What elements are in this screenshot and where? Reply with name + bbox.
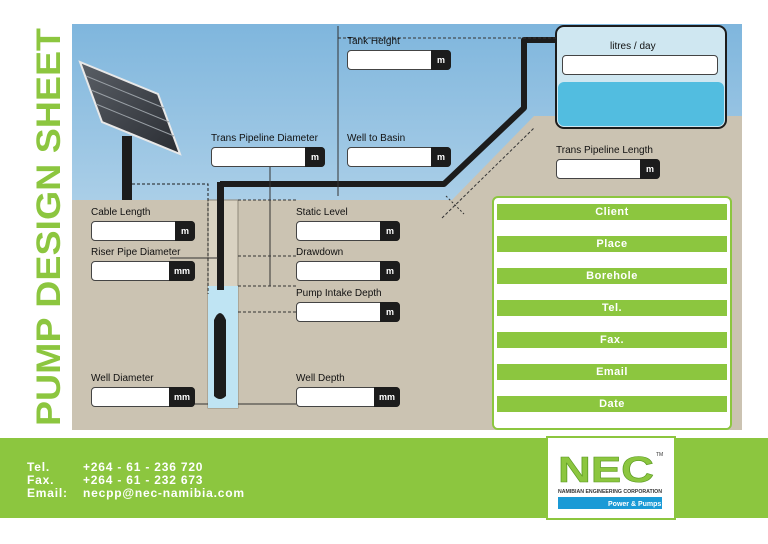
footer-email-value[interactable]: necpp@nec-namibia.com <box>83 486 245 500</box>
pump-intake-depth-label: Pump Intake Depth <box>296 288 382 299</box>
form-date-label: Date <box>497 396 727 412</box>
page-title-text: PUMP DESIGN SHEET <box>30 28 68 426</box>
tank-height-label: Tank Height <box>347 36 400 47</box>
solar-panel <box>78 60 182 156</box>
form-tel-label: Tel. <box>497 300 727 316</box>
footer-tel: Tel. +264 - 61 - 236 720 <box>27 460 203 474</box>
drawdown-unit: m <box>380 261 400 281</box>
trans-pipeline <box>220 37 560 187</box>
footer-email-label: Email: <box>27 486 68 500</box>
form-client-input[interactable] <box>494 220 730 236</box>
form-date-input[interactable] <box>494 412 730 428</box>
cable-length-unit: m <box>175 221 195 241</box>
form-place-input[interactable] <box>494 252 730 268</box>
form-client-label: Client <box>497 204 727 220</box>
logo-graphic: NEC TM NAMIBIAN ENGINEERING CORPORATION … <box>558 449 663 509</box>
riser-pipe-diameter-label: Riser Pipe Diameter <box>91 247 181 258</box>
client-details-form: Client Place Borehole Tel. Fax. Email Da… <box>492 196 732 430</box>
well-depth-unit: mm <box>374 387 400 407</box>
logo-tm: TM <box>656 452 663 458</box>
footer-fax: Fax. +264 - 61 - 232 673 <box>27 473 203 487</box>
well-to-basin-unit: m <box>431 147 451 167</box>
form-borehole-label: Borehole <box>497 268 727 284</box>
footer-fax-label: Fax. <box>27 473 55 487</box>
form-place-label: Place <box>497 236 727 252</box>
logo-tagline: Power & Pumps <box>608 501 661 508</box>
panel-mount <box>122 136 132 200</box>
footer-tel-label: Tel. <box>27 460 50 474</box>
cable-length-label: Cable Length <box>91 207 151 218</box>
riser-pipe <box>217 182 224 290</box>
pump-cable <box>132 183 209 294</box>
footer-fax-value: +264 - 61 - 232 673 <box>83 473 204 487</box>
tank-height-unit: m <box>431 50 451 70</box>
riser-pipe-diameter-unit: mm <box>169 261 195 281</box>
footer-email: Email: necpp@nec-namibia.com <box>27 486 245 500</box>
logo-tagline-bar <box>558 497 662 509</box>
static-level-unit: m <box>380 221 400 241</box>
page-title: PUMP DESIGN SHEET <box>30 28 68 426</box>
form-fax-label: Fax. <box>497 332 727 348</box>
well-depth-label: Well Depth <box>296 373 345 384</box>
trans-pipeline-diameter-label: Trans Pipeline Diameter <box>211 133 318 144</box>
trans-pipeline-diameter-unit: m <box>305 147 325 167</box>
litres-per-day-input[interactable] <box>562 55 718 75</box>
trans-pipeline-length-label: Trans Pipeline Length <box>556 145 653 156</box>
form-email-input[interactable] <box>494 380 730 396</box>
litres-per-day-label: litres / day <box>610 41 656 52</box>
pump-intake-depth-unit: m <box>380 302 400 322</box>
form-email-label: Email <box>497 364 727 380</box>
dimension-lines <box>170 26 556 405</box>
drawdown-label: Drawdown <box>296 247 344 258</box>
form-fax-input[interactable] <box>494 348 730 364</box>
trans-pipeline-length-unit: m <box>640 159 660 179</box>
logo-company: NAMIBIAN ENGINEERING CORPORATION <box>558 489 662 495</box>
well-to-basin-label: Well to Basin <box>347 133 406 144</box>
form-tel-input[interactable] <box>494 316 730 332</box>
form-borehole-input[interactable] <box>494 284 730 300</box>
footer-tel-value: +264 - 61 - 236 720 <box>83 460 204 474</box>
well-diameter-label: Well Diameter <box>91 373 154 384</box>
pump-body <box>214 313 226 399</box>
tank-water <box>558 82 724 126</box>
static-level-label: Static Level <box>296 207 348 218</box>
logo-mark: NEC <box>558 449 654 490</box>
nec-logo: NEC TM NAMIBIAN ENGINEERING CORPORATION … <box>546 436 676 520</box>
well-diameter-unit: mm <box>169 387 195 407</box>
